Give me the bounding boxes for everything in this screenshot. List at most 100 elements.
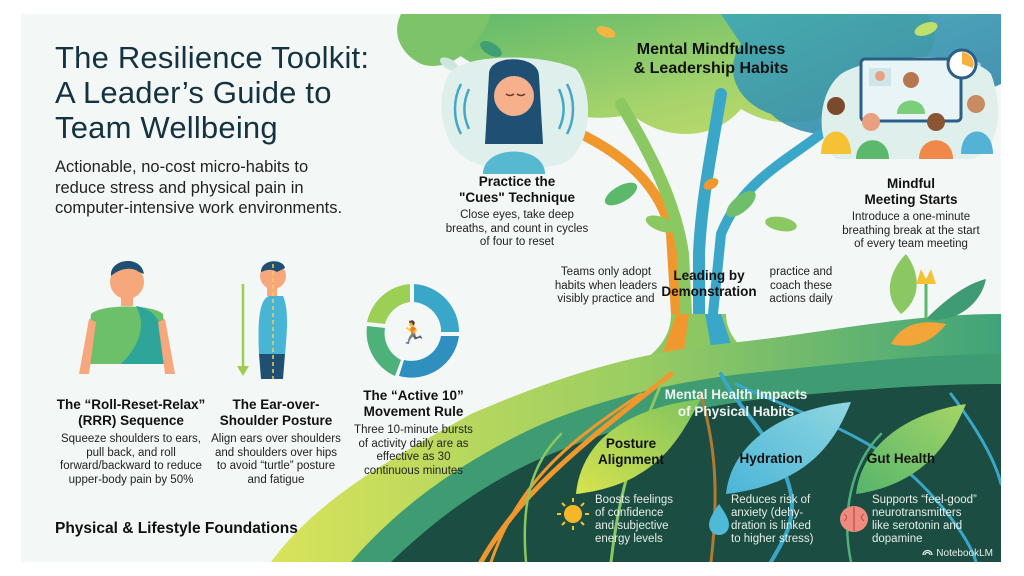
active-ten-body: Three 10-minute bursts of activity daily… <box>351 424 476 478</box>
meeting-title-line: Mindful <box>887 176 935 191</box>
video-meeting-illustration <box>821 48 999 159</box>
leading-right-line: coach these <box>769 279 832 292</box>
subtitle-line: Actionable, no-cost micro-habits to <box>55 158 309 176</box>
cues-body-line: breaths, and count in cycles <box>445 222 589 235</box>
hydration-label: Hydration <box>739 451 803 466</box>
leading-left-line: habits when leaders <box>554 279 658 292</box>
posture-body-line: and shoulders over hips <box>214 446 338 459</box>
active-ten-body-line: continuous minutes <box>363 464 464 477</box>
hydration-impact-text: Reduces risk of anxiety (dehy- dration i… <box>731 494 841 546</box>
leading-right-line: practice and <box>769 266 833 278</box>
leading-title-line: Demonstration <box>661 284 757 299</box>
posture-body: Align ears over shoulders and shoulders … <box>201 433 351 487</box>
cues-body-line: of four to reset <box>479 236 555 248</box>
rrr-title-line: The “Roll-Reset-Relax” <box>56 397 206 412</box>
notebooklm-logo-icon <box>922 547 933 559</box>
impacts-title-line: of Physical Habits <box>677 404 795 419</box>
impact-body-line: to higher stress) <box>731 533 814 545</box>
rrr-sequence-card: The “Roll-Reset-Relax” (RRR) Sequence Sq… <box>41 397 221 487</box>
impact-label-line: Posture <box>605 436 657 451</box>
rrr-body-line: Squeeze shoulders to ears, <box>60 433 201 445</box>
leading-left-line: visibly practice and <box>557 293 655 305</box>
cues-title: Practice the "Cues" Technique <box>437 174 597 206</box>
cues-title-line: Practice the <box>478 174 556 189</box>
active-ten-title-line: The “Active 10” <box>363 388 464 403</box>
impact-body-line: dration is linked <box>731 520 811 532</box>
posture-impact-text: Boosts feelings of confidence and subjec… <box>595 494 705 546</box>
meditating-woman-illustration <box>441 57 588 174</box>
posture-body-line: and fatigue <box>247 473 305 486</box>
title-line: A Leader’s Guide to <box>55 75 332 110</box>
impacts-section-title: Mental Health Impacts of Physical Habits <box>651 386 821 420</box>
posture-alignment-label: Posture Alignment <box>586 436 676 468</box>
meeting-body-line: of every team meeting <box>854 238 968 250</box>
impact-label-line: Alignment <box>598 452 664 467</box>
posture-title-line: The Ear-over- <box>232 397 320 412</box>
mental-section-title: Mental Mindfulness & Leadership Habits <box>611 40 811 78</box>
tree-illustration: 🏃 <box>79 14 1001 562</box>
leaf-gut <box>856 404 966 494</box>
subtitle-line: reduce stress and physical pain in <box>55 178 304 197</box>
brand-label: NotebookLM <box>936 547 993 559</box>
leaf-posture <box>576 399 701 494</box>
cues-body: Close eyes, take deep breaths, and count… <box>437 209 597 250</box>
impact-body-line: of confidence <box>595 507 664 519</box>
impact-body-line: anxiety (dehy- <box>731 507 804 519</box>
section-title-line: Mental Mindfulness <box>636 41 786 58</box>
active-ten-body-line: of activity daily are as <box>358 437 469 450</box>
rrr-title-line: (RRR) Sequence <box>78 413 184 428</box>
impact-body-line: and subjective <box>595 520 669 532</box>
impact-body-line: Supports “feel-good” <box>872 494 977 506</box>
impact-body-line: like serotonin and <box>872 520 963 532</box>
leading-right-line: actions daily <box>769 293 833 305</box>
leading-title-line: Leading by <box>673 268 745 283</box>
meeting-body: Introduce a one-minute breathing break a… <box>836 211 986 252</box>
active-ten-body-line: effective as 30 <box>376 451 451 463</box>
active-ten-ring-illustration: 🏃 <box>366 284 460 378</box>
meeting-body-line: breathing break at the start <box>842 224 980 237</box>
page-subtitle: Actionable, no-cost micro-habits to redu… <box>55 157 395 219</box>
impacts-title-line: Mental Health Impacts <box>664 387 808 402</box>
brain-illustration <box>840 506 868 532</box>
leading-title: Leading by Demonstration <box>659 268 759 300</box>
impact-body-line: dopamine <box>872 533 923 545</box>
leading-left-line: Teams only adopt <box>560 266 652 278</box>
posture-person-illustration <box>237 261 287 379</box>
title-line: Team Wellbeing <box>55 110 278 145</box>
meeting-body-line: Introduce a one-minute <box>851 211 971 223</box>
page-title: The Resilience Toolkit: A Leader’s Guide… <box>55 40 369 145</box>
meeting-title: Mindful Meeting Starts <box>836 176 986 208</box>
sun-illustration <box>557 498 589 530</box>
tree-leaves <box>604 178 797 233</box>
posture-body-line: Align ears over shoulders <box>211 433 341 445</box>
gut-impact-text: Supports “feel-good” neurotransmitters l… <box>872 494 997 546</box>
rrr-body: Squeeze shoulders to ears, pull back, an… <box>41 433 221 487</box>
leading-right-text: practice and coach these actions daily <box>761 266 841 307</box>
cues-title-line: "Cues" Technique <box>458 190 576 205</box>
leaf-hydration <box>726 402 851 494</box>
posture-title-line: Shoulder Posture <box>219 413 333 428</box>
mindful-meeting-card: Mindful Meeting Starts Introduce a one-m… <box>836 176 986 252</box>
sprout-plant <box>889 254 986 346</box>
ear-over-shoulder-card: The Ear-over- Shoulder Posture Align ear… <box>201 397 351 487</box>
title-line: The Resilience Toolkit: <box>55 40 370 75</box>
leading-left-text: Teams only adopt habits when leaders vis… <box>551 266 661 307</box>
physical-section-title: Physical & Lifestyle Foundations <box>55 520 298 537</box>
active-ten-title-line: Movement Rule <box>363 404 464 419</box>
impact-body-line: Boosts feelings <box>595 494 673 506</box>
posture-body-line: to avoid “turtle” posture <box>216 460 336 472</box>
svg-text:🏃: 🏃 <box>399 320 426 345</box>
rrr-body-line: pull back, and roll <box>86 446 176 459</box>
rrr-title: The “Roll-Reset-Relax” (RRR) Sequence <box>41 397 221 429</box>
cues-technique-card: Practice the "Cues" Technique Close eyes… <box>437 174 597 250</box>
active-ten-card: The “Active 10” Movement Rule Three 10-m… <box>351 388 476 478</box>
impact-body-line: energy levels <box>595 533 663 545</box>
cues-body-line: Close eyes, take deep <box>460 209 574 221</box>
gut-health-label: Gut Health <box>866 451 936 466</box>
active-ten-body-line: Three 10-minute bursts <box>354 424 473 436</box>
impact-body-line: neurotransmitters <box>872 507 962 519</box>
rrr-body-line: forward/backward to reduce <box>60 460 202 472</box>
water-drop-illustration <box>709 504 729 535</box>
impact-body-line: Reduces risk of <box>731 494 811 506</box>
meeting-title-line: Meeting Starts <box>864 192 958 207</box>
